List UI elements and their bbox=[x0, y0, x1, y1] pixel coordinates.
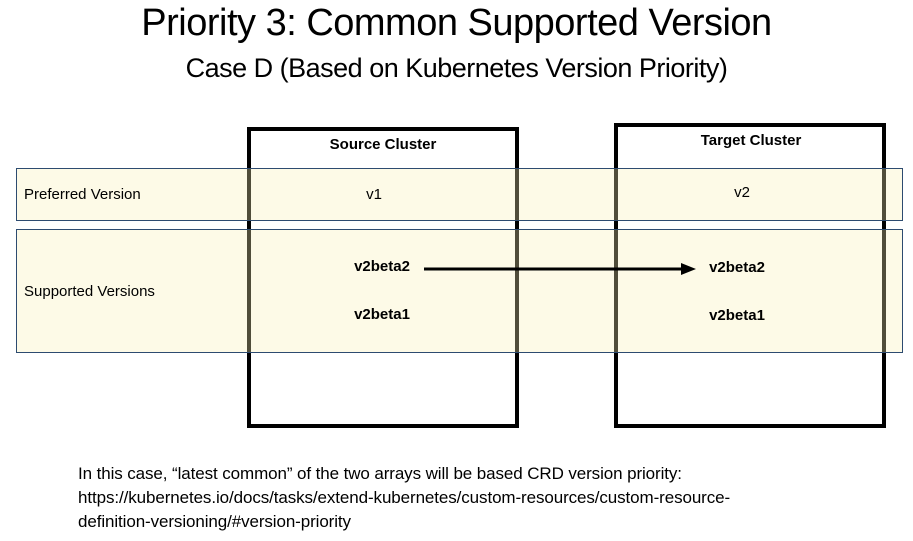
target-supported-value-v2beta2: v2beta2 bbox=[709, 259, 765, 276]
target-cluster-box bbox=[614, 123, 886, 428]
source-preferred-value: v1 bbox=[366, 186, 382, 203]
target-supported-value-v2beta1: v2beta1 bbox=[709, 307, 765, 324]
page-title: Priority 3: Common Supported Version bbox=[141, 2, 772, 44]
footnote-line-3: definition-versioning/#version-priority bbox=[78, 512, 351, 531]
preferred-version-label: Preferred Version bbox=[24, 186, 141, 203]
supported-versions-label: Supported Versions bbox=[24, 283, 155, 300]
source-supported-value-v2beta1: v2beta1 bbox=[354, 306, 410, 323]
source-supported-value-v2beta2: v2beta2 bbox=[354, 258, 410, 275]
preferred-version-band bbox=[16, 168, 903, 221]
target-preferred-value: v2 bbox=[734, 184, 750, 201]
version-mapping-arrow-icon bbox=[424, 263, 696, 275]
page-subtitle: Case D (Based on Kubernetes Version Prio… bbox=[185, 53, 728, 83]
target-cluster-header: Target Cluster bbox=[700, 132, 802, 149]
supported-versions-band bbox=[16, 229, 903, 353]
footnote: In this case, “latest common” of the two… bbox=[78, 462, 878, 534]
source-cluster-box bbox=[247, 127, 519, 428]
footnote-line-1: In this case, “latest common” of the two… bbox=[78, 464, 682, 483]
source-cluster-header: Source Cluster bbox=[329, 136, 437, 153]
footnote-line-2: https://kubernetes.io/docs/tasks/extend-… bbox=[78, 488, 731, 507]
